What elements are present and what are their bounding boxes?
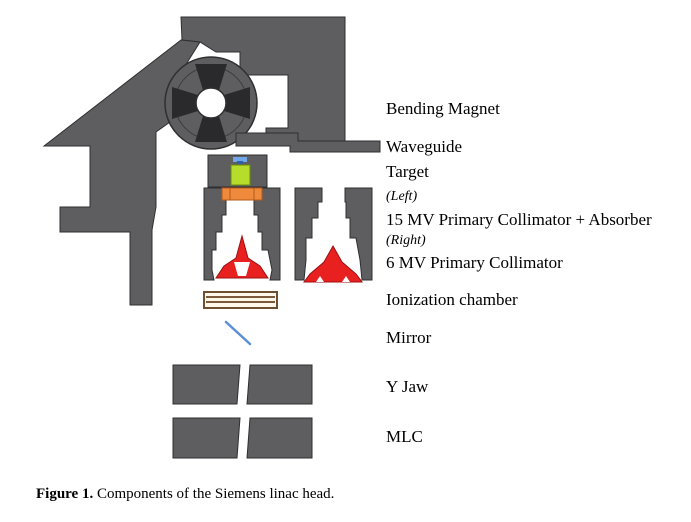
figure-caption: Figure 1. Components of the Siemens lina… (36, 486, 334, 503)
y-jaw (172, 364, 313, 405)
label-collimator-6mv: 6 MV Primary Collimator (386, 253, 563, 272)
bending-magnet (164, 56, 258, 150)
label-mlc: MLC (386, 427, 423, 446)
linac-head-diagram: .sh { fill: #5e5e60; stroke: #2f2f31; st… (42, 16, 381, 459)
label-mirror: Mirror (386, 328, 432, 347)
caption-label: Figure 1. (36, 486, 94, 502)
primary-collimator-6mv (294, 187, 373, 283)
target-assembly (207, 154, 268, 188)
mirror (224, 320, 252, 346)
label-collimator-15mv: 15 MV Primary Collimator + Absorber (386, 210, 652, 229)
label-right: (Right) (386, 233, 426, 248)
label-bending-magnet: Bending Magnet (386, 99, 500, 118)
waveguide (235, 132, 381, 153)
mlc (172, 417, 313, 459)
label-target: Target (386, 162, 429, 181)
primary-collimator-15mv (203, 187, 281, 281)
label-left: (Left) (386, 189, 418, 204)
ionization-chamber (203, 291, 278, 309)
label-waveguide: Waveguide (386, 137, 463, 156)
label-y-jaw: Y Jaw (386, 377, 429, 396)
label-ionization-chamber: Ionization chamber (386, 290, 518, 309)
caption-text: Components of the Siemens linac head. (93, 486, 335, 502)
